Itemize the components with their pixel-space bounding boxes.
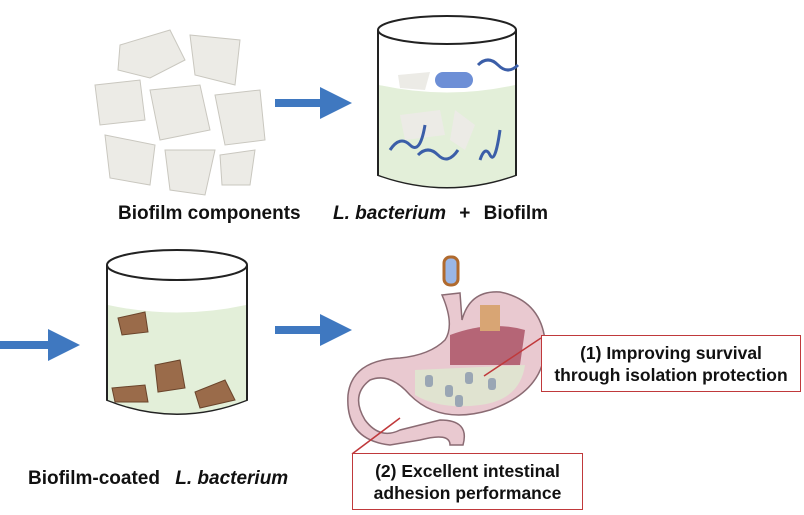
coated-bacterium-label: Biofilm-coated L. bacterium <box>28 468 288 490</box>
callout-text: (2) Excellent intestinal <box>375 460 560 481</box>
coated-prefix: Biofilm-coated <box>28 468 160 489</box>
callout-text: through isolation protection <box>554 364 788 385</box>
plus-sign: + <box>459 203 471 224</box>
beaker-bacteria-biofilm-icon <box>377 15 520 189</box>
biofilm-components-icon <box>94 29 266 196</box>
biofilm-label: Biofilm <box>483 203 549 224</box>
coated-bacterium-name: L. bacterium <box>175 468 289 489</box>
callout-leader-line <box>483 337 542 377</box>
survival-callout: (1) Improving survival through isolation… <box>541 335 801 392</box>
bacterium-biofilm-label: L. bacterium + Biofilm <box>333 203 548 225</box>
beaker-coated-bacteria-icon <box>106 249 248 415</box>
adhesion-callout: (2) Excellent intestinal adhesion perfor… <box>352 453 583 510</box>
callout-text: adhesion performance <box>373 482 562 503</box>
stomach-illustration <box>347 255 546 446</box>
biofilm-components-label: Biofilm components <box>118 203 301 224</box>
callout-leader-line <box>351 417 401 455</box>
bacterium-label: L. bacterium <box>333 203 446 224</box>
callout-text: (1) Improving survival <box>580 342 762 363</box>
